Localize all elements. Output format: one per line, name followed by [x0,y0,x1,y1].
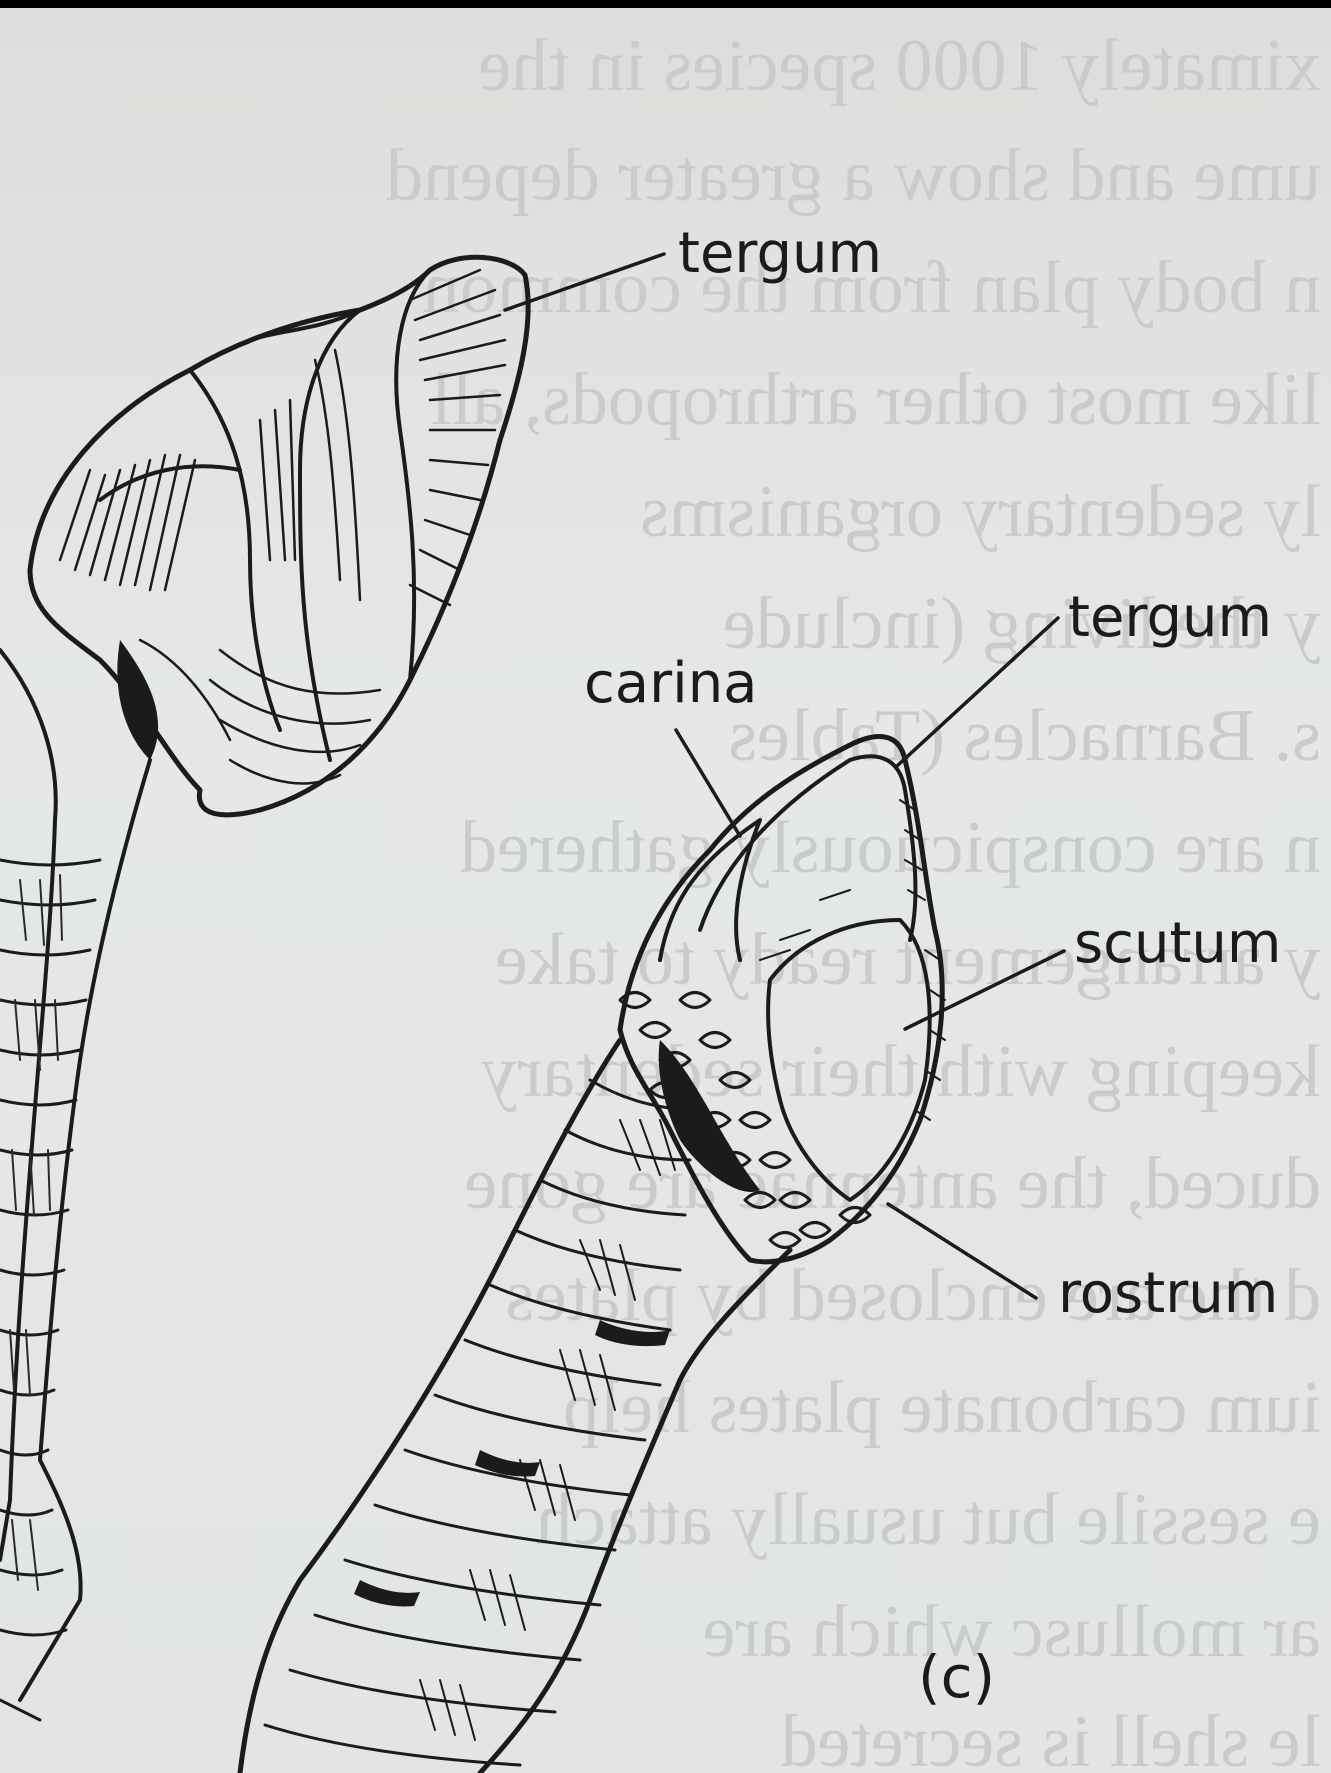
scutum-plate-outline [768,920,930,1200]
left-barnacle-capitulum [30,257,528,815]
label-rostrum: rostrum [1058,1266,1278,1322]
left-capitulum-plate-outlines [100,270,430,760]
label-tergum-lower: tergum [1068,590,1272,646]
left-barnacle [0,257,528,1720]
label-scutum: scutum [1074,916,1281,972]
left-neck-shadow [117,640,158,760]
leader-line-tergum-right [897,618,1058,766]
right-barnacle-stalk [240,1040,790,1773]
leader-line-carina [676,730,740,836]
figure-panel-letter: (c) [918,1648,995,1706]
rostrum-scales [620,993,870,1248]
label-tergum-upper: tergum [678,226,882,282]
right-barnacle [240,737,945,1773]
tergum-plate-outline [700,756,915,940]
label-carina: carina [584,656,758,712]
right-stalk-ring-lines [265,1080,700,1765]
right-barnacle-capitulum [620,737,945,1262]
left-stalk-hatching [10,875,62,1590]
right-stalk-shadow-marks [354,1040,760,1606]
left-barnacle-stalk [0,640,158,1720]
left-stalk-ring-lines [0,860,100,1635]
leader-line-rostrum [888,1204,1036,1298]
